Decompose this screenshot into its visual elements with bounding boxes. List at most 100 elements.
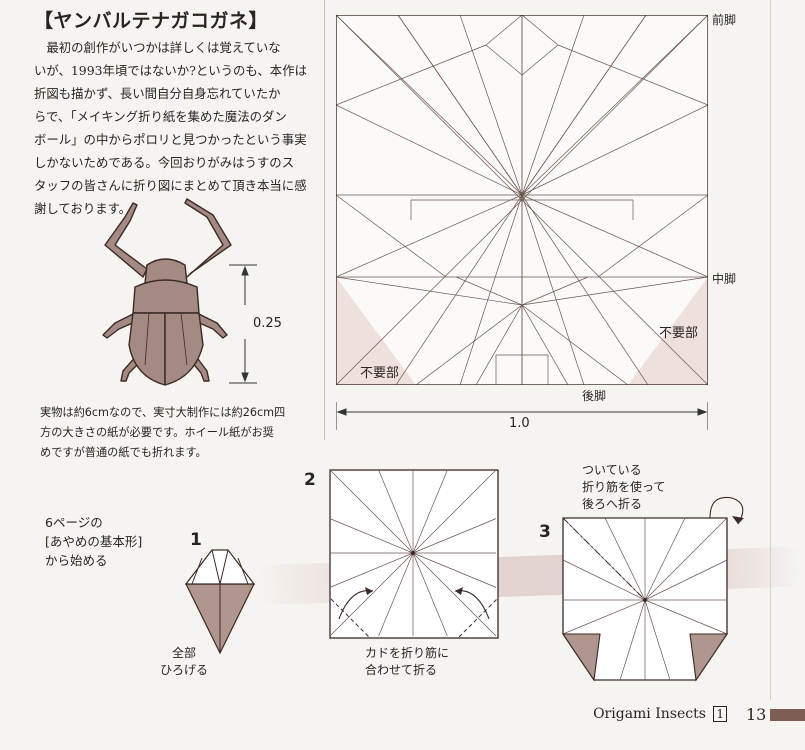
crease-line [521,194,649,385]
dimension-label: 0.25 [253,316,282,331]
paper-note: 実物は約6cmなので、実寸大制作には約26cm四 方の大きさの紙が必要です。ホイ… [40,403,325,463]
intro-line: らで、「メイキング折り紙を集めた魔法のダン [34,109,287,124]
width-dimension [336,402,708,430]
page-title: 【ヤンバルテナガコガネ】 [34,10,269,32]
crease-line [397,15,523,196]
footer-book-title: Origami Insects 1 [593,706,727,722]
label-front-leg: 前脚 [712,13,737,27]
step-2-number: 2 [304,470,316,490]
step-2-caption: カドを折り筋に 合わせて折る [365,645,449,679]
crease-line [412,552,497,588]
crease-line [336,104,523,196]
crease-line [521,15,585,196]
start-note: 6ページの [あやめの基本形] から始める [45,513,142,570]
note-line: めですが普通の紙でも折れます。 [40,446,207,459]
intro-line: 折図も描かず、長い間自分自身忘れていたか [34,86,281,101]
crease-line [562,559,646,601]
note-line: 実物は約6cmなので、実寸大制作には約26cm四 [40,406,286,419]
crease-line [329,552,414,637]
crease-line [329,518,414,554]
crease-line [336,15,523,196]
crease-line [412,552,448,637]
crease-line [521,276,708,306]
label-middle-leg: 中脚 [712,272,737,286]
crease-line [459,194,523,385]
crease-line [604,517,646,601]
footer-bar [770,709,805,721]
intro-line: しかないためである。今回おりがみはうすのス [34,155,295,170]
crease-line [521,15,647,196]
intro-text: 最初の創作がいつかは詳しくは覚えていな いが、1993年頃ではないか?というのも… [34,36,322,220]
crease-line [521,194,708,278]
crease-line [521,304,569,385]
crease-line [329,552,414,588]
step-3-diagram [561,496,744,682]
crease-line [455,276,523,306]
start-note-line: 6ページの [45,515,103,530]
step-2-diagram [329,469,499,639]
crease-line [562,599,646,635]
crease-line [521,194,585,385]
step-1-caption-line: ひろげる [160,663,209,677]
step-1-number: 1 [190,530,202,550]
footer-book-name: Origami Insects [593,706,706,722]
start-note-line: [あやめの基本形] [45,534,143,549]
label-unneeded-right: 不要部 [659,326,699,341]
intro-line: タッフの皆さんに折り図にまとめて頂き本当に感 [34,178,307,193]
step-3-caption: ついている 折り筋を使って 後ろへ折る [582,462,665,513]
footer-volume: 1 [713,706,727,722]
crease-line [485,44,523,76]
crease-line [644,517,686,601]
page-number: 13 [746,705,767,724]
crease-line [485,15,523,46]
crease-line [521,276,589,306]
crease-line [619,599,646,681]
step-3-caption-line: 折り筋を使って [582,480,666,494]
crease-line [412,552,497,637]
step-3-number: 3 [539,522,551,542]
crease-line [644,559,728,601]
page-edge-rule [770,0,771,700]
crease-line [521,104,708,196]
crease-line [521,44,559,76]
step-3-caption-line: ついている [582,463,642,477]
step-3-caption-line: 後ろへ折る [582,497,643,511]
crease-line [415,304,523,385]
crease-line [412,518,497,554]
crease-line [378,552,414,637]
crease-line [378,469,414,554]
crease-line [336,194,447,278]
crease-line [395,194,523,385]
intro-line: 謝しております。 [34,201,132,216]
width-label: 1.0 [509,416,530,431]
crease-line [597,194,708,278]
crease-line [557,44,708,106]
step-2-caption-line: カドを折り筋に [365,646,450,660]
crease-line [336,44,487,106]
crease-line [521,15,559,46]
step-2-caption-line: 合わせて折る [365,663,438,677]
label-back-leg: 後脚 [582,389,607,403]
beetle-illustration [102,198,257,386]
crease-line [521,304,629,385]
label-unneeded-left: 不要部 [360,366,400,381]
crease-line [336,276,523,306]
crease-line [412,469,497,554]
crease-line [644,517,728,601]
crease-line [644,599,728,635]
start-note-line: から始める [45,553,108,568]
crease-line [459,15,523,196]
crease-line [521,15,708,196]
intro-line: ボール」の中からポロリと見つかったという事実 [34,132,307,147]
crease-line [329,469,414,554]
note-line: 方の大きさの紙が必要です。ホイール紙がお奨 [40,426,274,439]
step-1-diagram [184,549,256,655]
crease-line [644,599,671,681]
column-divider [324,0,325,440]
intro-line: 最初の創作がいつかは詳しくは覚えていな [34,40,281,55]
crease-line [412,469,448,554]
intro-line: いが、1993年頃ではないか?というのも、本作は [34,63,307,78]
step-1-caption: 全部 ひろげる [160,645,208,679]
crease-line [336,194,523,278]
crease-line [475,304,523,385]
